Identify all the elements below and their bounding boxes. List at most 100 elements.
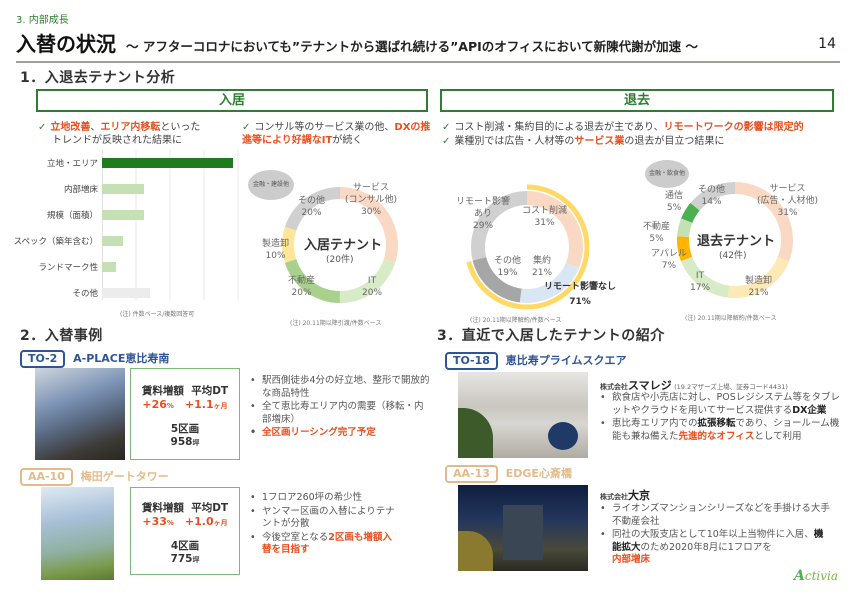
bar-labels: 立地・エリア 内部増床 規模（面積） スペック（築年含む） ランドマーク性 その… xyxy=(13,159,98,299)
tenant-bullets-aa13: ライオンズマンションシリーズなどを手掛ける大手不動産会社 同社の大阪支店として1… xyxy=(600,503,830,568)
move-in-check-1: ✓立地改善、エリア内移転といった トレンドが反映された結果に xyxy=(38,122,201,146)
bar-gridlines xyxy=(102,150,239,300)
label-service: サービス(広告・人材他)31% xyxy=(757,184,819,218)
stat-area: 775坪 xyxy=(170,553,200,565)
donut-note: (注) 20.11期以降解約/件数ベース xyxy=(685,315,777,322)
donut-center-title: 退去テナント xyxy=(697,234,776,249)
building-photo-edge-shinsaibashi xyxy=(458,485,588,571)
check-icon: ✓ xyxy=(442,136,451,147)
case-title-to2: TO-2 A-PLACE恵比寿南 xyxy=(20,350,169,368)
label-service: サービス(コンサル他)30% xyxy=(345,183,398,217)
section3-heading: 3．直近で入居したテナントの紹介 xyxy=(437,328,665,344)
stat-labels: 賃料増額 平均DT xyxy=(141,502,229,514)
bar-landmark xyxy=(102,262,116,272)
section-label: 3. 内部成長 xyxy=(16,15,69,26)
bar-internal-expansion xyxy=(102,184,144,194)
title-main: 入替の状況 xyxy=(16,32,116,56)
tenant-bullets-to18: 飲食店や小売店に対し、POSレジシステム等をタブレットやクラウドを用いてサービス… xyxy=(600,392,840,444)
property-code-tag: TO-18 xyxy=(445,352,498,370)
plant-decor xyxy=(458,408,493,458)
bullet: 全て恵比寿エリア内の需要（移転・内部増床） xyxy=(250,401,430,426)
page-title: 入替の状況 ～ アフターコロナにおいても”テナントから選ばれ続ける”APIのオフィ… xyxy=(16,28,698,57)
stats-box-aa10: 賃料増額 平均DT +33% +1.0ヶ月 4区画 775坪 xyxy=(130,487,240,575)
property-name: A-PLACE恵比寿南 xyxy=(73,352,170,365)
bar-location xyxy=(102,158,233,168)
section1-heading: 1．入退去テナント分析 xyxy=(20,70,176,86)
page-number: 14 xyxy=(818,36,836,52)
donut-center-count: (42件) xyxy=(719,251,747,261)
bar-note: (注) 件数ベース/複数回答可 xyxy=(120,311,195,318)
stat-units: 4区画 xyxy=(170,540,200,552)
stat-values: +33% +1.0ヶ月 xyxy=(142,515,228,528)
bullet: 1フロア260坪の希少性 xyxy=(250,492,400,505)
company-smaregi: 株式会社スマレジ (19.2マザーズ上場、証券コード4431) xyxy=(600,379,788,392)
property-code-tag: AA-13 xyxy=(445,465,498,483)
move-out-donut xyxy=(677,182,793,298)
property-name: EDGE心斎橋 xyxy=(505,467,572,480)
move-in-reason-bar-chart: 立地・エリア 内部増床 規模（面積） スペック（築年含む） ランドマーク性 その… xyxy=(13,150,240,318)
bullet: 今後空室となる2区画も増額入替を目指す xyxy=(250,532,400,557)
activia-logo: Activia xyxy=(793,568,838,584)
bullet: 駅西側徒歩4分の好立地、整形で開放的な商品特性 xyxy=(250,375,430,400)
property-name: 梅田ゲートタワー xyxy=(80,470,169,483)
stat-units: 5区画 xyxy=(170,423,200,435)
tenant-title-to18: TO-18 恵比寿プライムスクエア xyxy=(445,352,627,370)
bullet: 恵比寿エリア内での拡張移転であり、ショールーム機能も兼ね備えた先進的なオフィスと… xyxy=(600,418,840,443)
move-out-check-1: ✓コスト削減・集約目的による退去が主であり、リモートワークの影響は限定的 xyxy=(442,122,804,133)
bubble-callout: 金融・建設他 xyxy=(248,170,294,200)
bullet: 飲食店や小売店に対し、POSレジシステム等をタブレットやクラウドを用いてサービス… xyxy=(600,392,840,417)
bubble-callout: 金融・飲食他 xyxy=(645,160,689,188)
reason-donut xyxy=(464,184,590,310)
chair-decor xyxy=(548,422,578,450)
bar-size xyxy=(102,210,144,220)
bar-spec xyxy=(102,236,123,246)
move-in-check-2: ✓コンサル等のサービス業の他、DXの推進等により好調なITが続く xyxy=(242,122,431,146)
reason-note: (注) 20.11期以降解約/件数ベース xyxy=(470,317,562,324)
case-title-aa10: AA-10 梅田ゲートタワー xyxy=(20,468,169,486)
building-photo-aplace-ebisu xyxy=(35,368,125,460)
property-code-tag: AA-10 xyxy=(20,468,73,486)
check-icon: ✓ xyxy=(38,122,47,133)
stat-values: +26% +1.1ヶ月 xyxy=(142,398,228,411)
donut-center-title: 入居テナント xyxy=(304,238,383,253)
title-subtitle: ～ アフターコロナにおいても”テナントから選ばれ続ける”APIのオフィスにおいて… xyxy=(126,39,698,54)
check-icon: ✓ xyxy=(242,122,251,133)
bullet-highlight: 全区画リーシング完了予定 xyxy=(250,427,430,440)
stat-area: 958坪 xyxy=(170,436,200,448)
check-icon: ✓ xyxy=(442,122,451,133)
stat-labels: 賃料増額 平均DT xyxy=(141,385,229,397)
move-in-header: 入居 xyxy=(36,89,428,112)
stats-box-to2: 賃料増額 平均DT +26% +1.1ヶ月 5区画 958坪 xyxy=(130,368,240,460)
bullet: 同社の大阪支店として10年以上当物件に入居、機能拡大のため2020年8月に1フロ… xyxy=(600,529,830,567)
donut-note: (注) 20.11期以降引渡/件数ベース xyxy=(290,320,382,327)
donut-center-count: (20件) xyxy=(326,255,354,265)
tree-decor xyxy=(458,531,493,571)
company-daikyo: 株式会社大京 xyxy=(600,489,650,502)
building-photo-umeda-gate-tower xyxy=(41,487,114,580)
move-out-header: 退去 xyxy=(440,89,834,112)
case-bullets-to2: 駅西側徒歩4分の好立地、整形で開放的な商品特性 全て恵比寿エリア内の需要（移転・… xyxy=(250,375,430,441)
property-code-tag: TO-2 xyxy=(20,350,66,368)
bullet: ヤンマー区画の入替によりテナントが分散 xyxy=(250,506,400,531)
move-in-donut xyxy=(282,187,398,303)
building-decor xyxy=(503,505,543,560)
case-bullets-aa10: 1フロア260坪の希少性 ヤンマー区画の入替によりテナントが分散 今後空室となる… xyxy=(250,492,400,558)
bullet: ライオンズマンションシリーズなどを手掛ける大手不動産会社 xyxy=(600,503,830,528)
header-divider xyxy=(16,61,840,63)
